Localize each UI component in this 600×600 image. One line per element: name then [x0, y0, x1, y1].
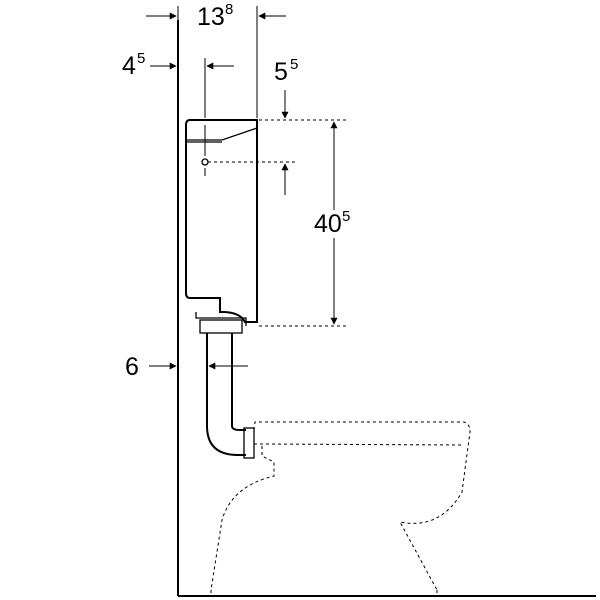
dimension-flush-pipe-offset: 6: [125, 353, 248, 381]
dimension-cistern-offset: 4 5: [122, 50, 234, 176]
dim-cistern-offset-sup: 5: [137, 50, 145, 67]
fixing-point: [201, 158, 209, 166]
flush-pipe: [206, 333, 255, 459]
cistern: [185, 119, 258, 334]
dim-cistern-height-sup: 5: [342, 208, 350, 225]
dim-flush-pipe-offset-value: 6: [125, 353, 139, 381]
dim-cistern-offset-value: 4: [122, 52, 136, 80]
dim-cistern-width-value: 13: [197, 3, 225, 31]
dimension-cistern-width: 13 8: [146, 1, 286, 118]
dim-cistern-height-value: 40: [314, 210, 342, 238]
dim-top-to-fixing-value: 5: [274, 58, 288, 86]
toilet-bowl: [210, 421, 471, 594]
dimension-top-to-fixing: 5 5: [208, 56, 346, 195]
dim-cistern-width-sup: 8: [225, 1, 233, 18]
dimension-cistern-height: 40 5: [259, 121, 350, 327]
dim-top-to-fixing-sup: 5: [290, 56, 298, 73]
